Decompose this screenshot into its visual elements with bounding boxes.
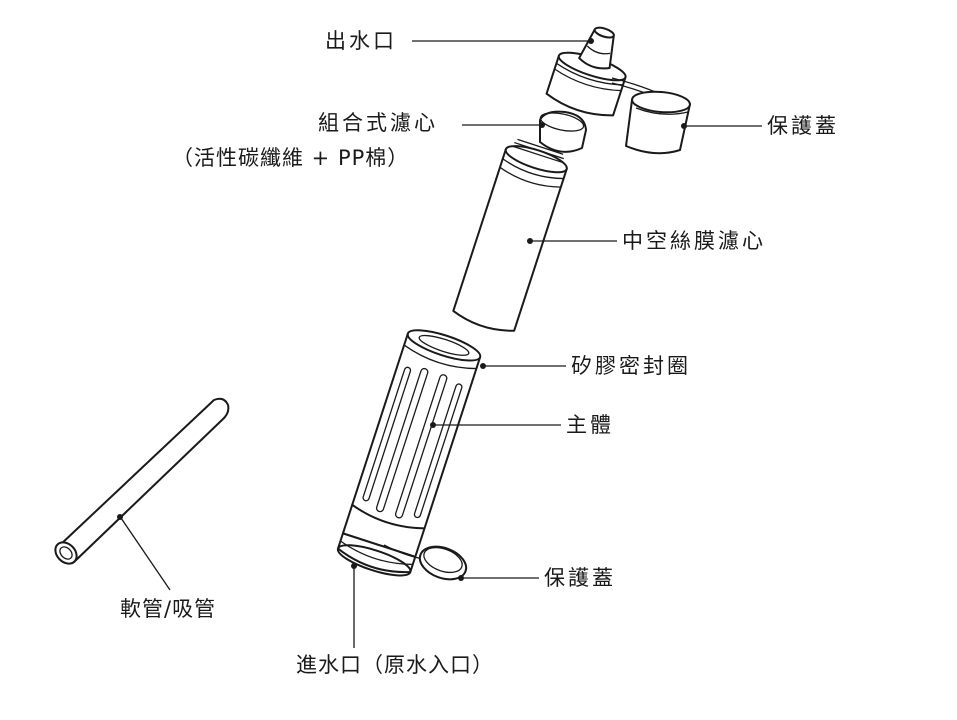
label-composite-filter-detail: （活性碳纖維 + PP棉） (172, 146, 410, 170)
label-main-body: 主體 (566, 413, 614, 437)
composite-filter-part (539, 110, 587, 153)
leader-lines (117, 38, 762, 648)
main-body-part (336, 329, 482, 577)
label-hose: 軟管/吸管 (120, 597, 217, 621)
label-hollow-fiber-filter: 中空絲膜濾心 (622, 229, 766, 253)
hose-part (54, 397, 230, 565)
label-bottom-cap: 保護蓋 (544, 566, 616, 590)
label-top-cap: 保護蓋 (767, 114, 839, 138)
label-silicone-ring: 矽膠密封圈 (571, 354, 691, 378)
label-composite-filter: 組合式濾心 (318, 111, 438, 135)
label-inlet: 進水口（原水入口） (296, 653, 494, 677)
hollow-fiber-filter-part (452, 138, 568, 332)
top-cap-part (611, 77, 691, 155)
outlet-cap-part (545, 26, 627, 117)
label-outlet: 出水口 (325, 29, 397, 53)
bottom-cap-part (383, 544, 468, 581)
